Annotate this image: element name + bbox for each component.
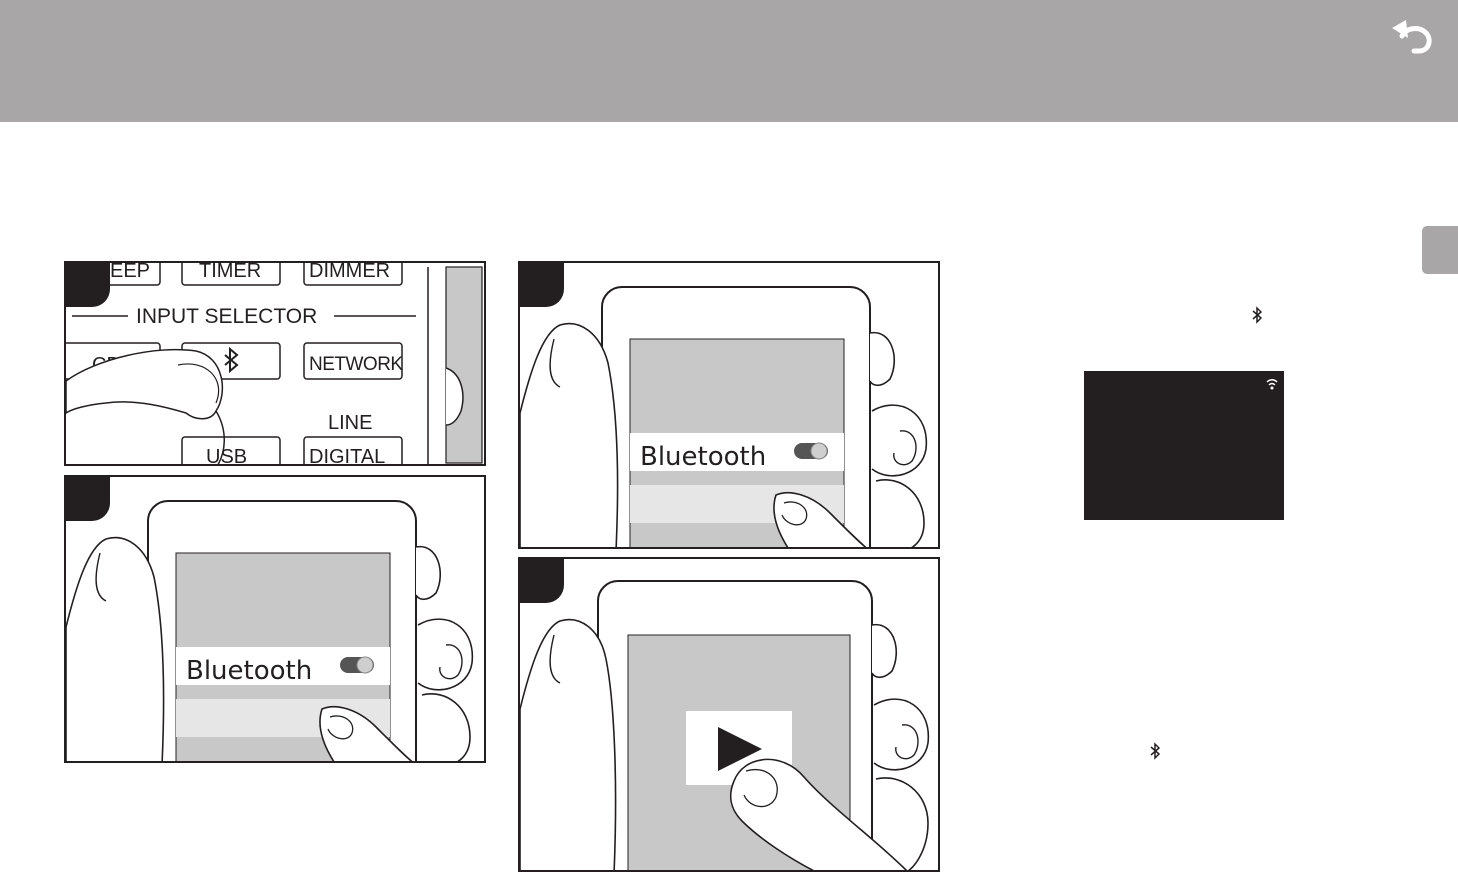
button-label-eep: EEP (110, 263, 150, 282)
line-label: LINE (328, 412, 372, 434)
phone-settings-illustration: Bluetooth (520, 263, 940, 549)
back-arrow-icon[interactable] (1388, 14, 1440, 58)
bluetooth-icon (1252, 306, 1262, 324)
button-label-usb: USB (206, 446, 247, 466)
step-panel-bluetooth-setting: Bluetooth (64, 475, 486, 763)
button-label-network: NETWORK (309, 354, 403, 375)
step-panel-play (518, 557, 940, 872)
remote-illustration: EEP TIMER DIMMER INPUT SELECTOR CD NETWO… (66, 263, 486, 466)
step-badge (518, 557, 564, 603)
step-panel-bluetooth-setting-2: Bluetooth (518, 261, 940, 549)
button-label-dimmer: DIMMER (309, 263, 390, 282)
phone-settings-illustration: Bluetooth (66, 477, 486, 763)
toggle-switch-icon[interactable] (340, 657, 374, 673)
step-badge (64, 475, 110, 521)
wifi-icon (1266, 378, 1278, 391)
phone-play-illustration (520, 559, 940, 872)
input-selector-title: INPUT SELECTOR (136, 305, 317, 328)
step-badge (518, 261, 564, 307)
step-badge (64, 261, 110, 307)
bluetooth-icon (1150, 742, 1160, 760)
step-panel-remote: EEP TIMER DIMMER INPUT SELECTOR CD NETWO… (64, 261, 486, 466)
button-label-digital: DIGITAL (309, 446, 385, 466)
bluetooth-setting-label: Bluetooth (640, 442, 766, 472)
toggle-switch-icon[interactable] (794, 443, 828, 459)
header-bar (0, 0, 1458, 122)
section-tab[interactable] (1422, 226, 1458, 274)
bluetooth-setting-label: Bluetooth (186, 656, 312, 686)
button-label-timer: TIMER (199, 263, 261, 282)
unit-display (1084, 371, 1284, 520)
